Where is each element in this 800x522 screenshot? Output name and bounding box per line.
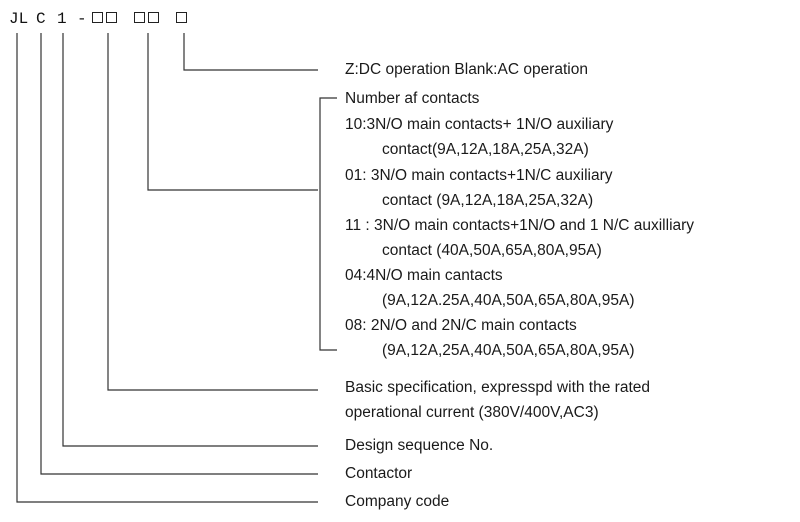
label-contacts-01-detail: contact (9A,12A,18A,25A,32A)	[382, 192, 594, 209]
code-dash: -	[77, 10, 87, 28]
line-company-code	[16, 33, 318, 503]
line-basic-spec	[107, 33, 318, 391]
label-basic-spec-detail: operational current (380V/400V,AC3)	[345, 404, 599, 421]
label-contacts-10: 10:3N/O main contacts+ 1N/O auxiliary	[345, 116, 614, 133]
contacts-bracket	[319, 97, 337, 351]
line-contactor	[40, 33, 318, 475]
placeholder-box	[176, 12, 187, 23]
label-dc-ac: Z:DC operation Blank:AC operation	[345, 61, 588, 78]
placeholder-box	[106, 12, 117, 23]
placeholder-box	[134, 12, 145, 23]
line-design-seq	[62, 33, 318, 447]
label-company-code: Company code	[345, 493, 450, 510]
placeholder-box	[92, 12, 103, 23]
label-design-seq: Design sequence No.	[345, 437, 494, 454]
code-letter: C	[36, 10, 46, 28]
label-contacts-11-detail: contact (40A,50A,65A,80A,95A)	[382, 242, 602, 259]
label-contacts-08-detail: (9A,12A,25A,40A,50A,65A,80A,95A)	[382, 342, 635, 359]
label-basic-spec: Basic specification, expresspd with the …	[345, 379, 650, 396]
code-digit: 1	[57, 10, 67, 28]
label-contacts-08: 08: 2N/O and 2N/C main contacts	[345, 317, 577, 334]
label-contacts-04: 04:4N/O main cantacts	[345, 267, 503, 284]
label-contacts-title: Number af contacts	[345, 90, 480, 107]
label-contacts-01: 01: 3N/O main contacts+1N/C auxiliary	[345, 167, 613, 184]
label-contacts-10-detail: contact(9A,12A,18A,25A,32A)	[382, 141, 589, 158]
line-contacts-type	[147, 33, 318, 191]
label-contactor: Contactor	[345, 465, 413, 482]
label-contacts-04-detail: (9A,12A.25A,40A,50A,65A,80A,95A)	[382, 292, 635, 309]
line-dc-ac	[183, 33, 318, 71]
placeholder-box	[148, 12, 159, 23]
label-contacts-11: 11 : 3N/O main contacts+1N/O and 1 N/C a…	[345, 217, 695, 234]
model-code: JL C 1 -	[0, 0, 800, 40]
code-prefix: JL	[9, 10, 29, 28]
